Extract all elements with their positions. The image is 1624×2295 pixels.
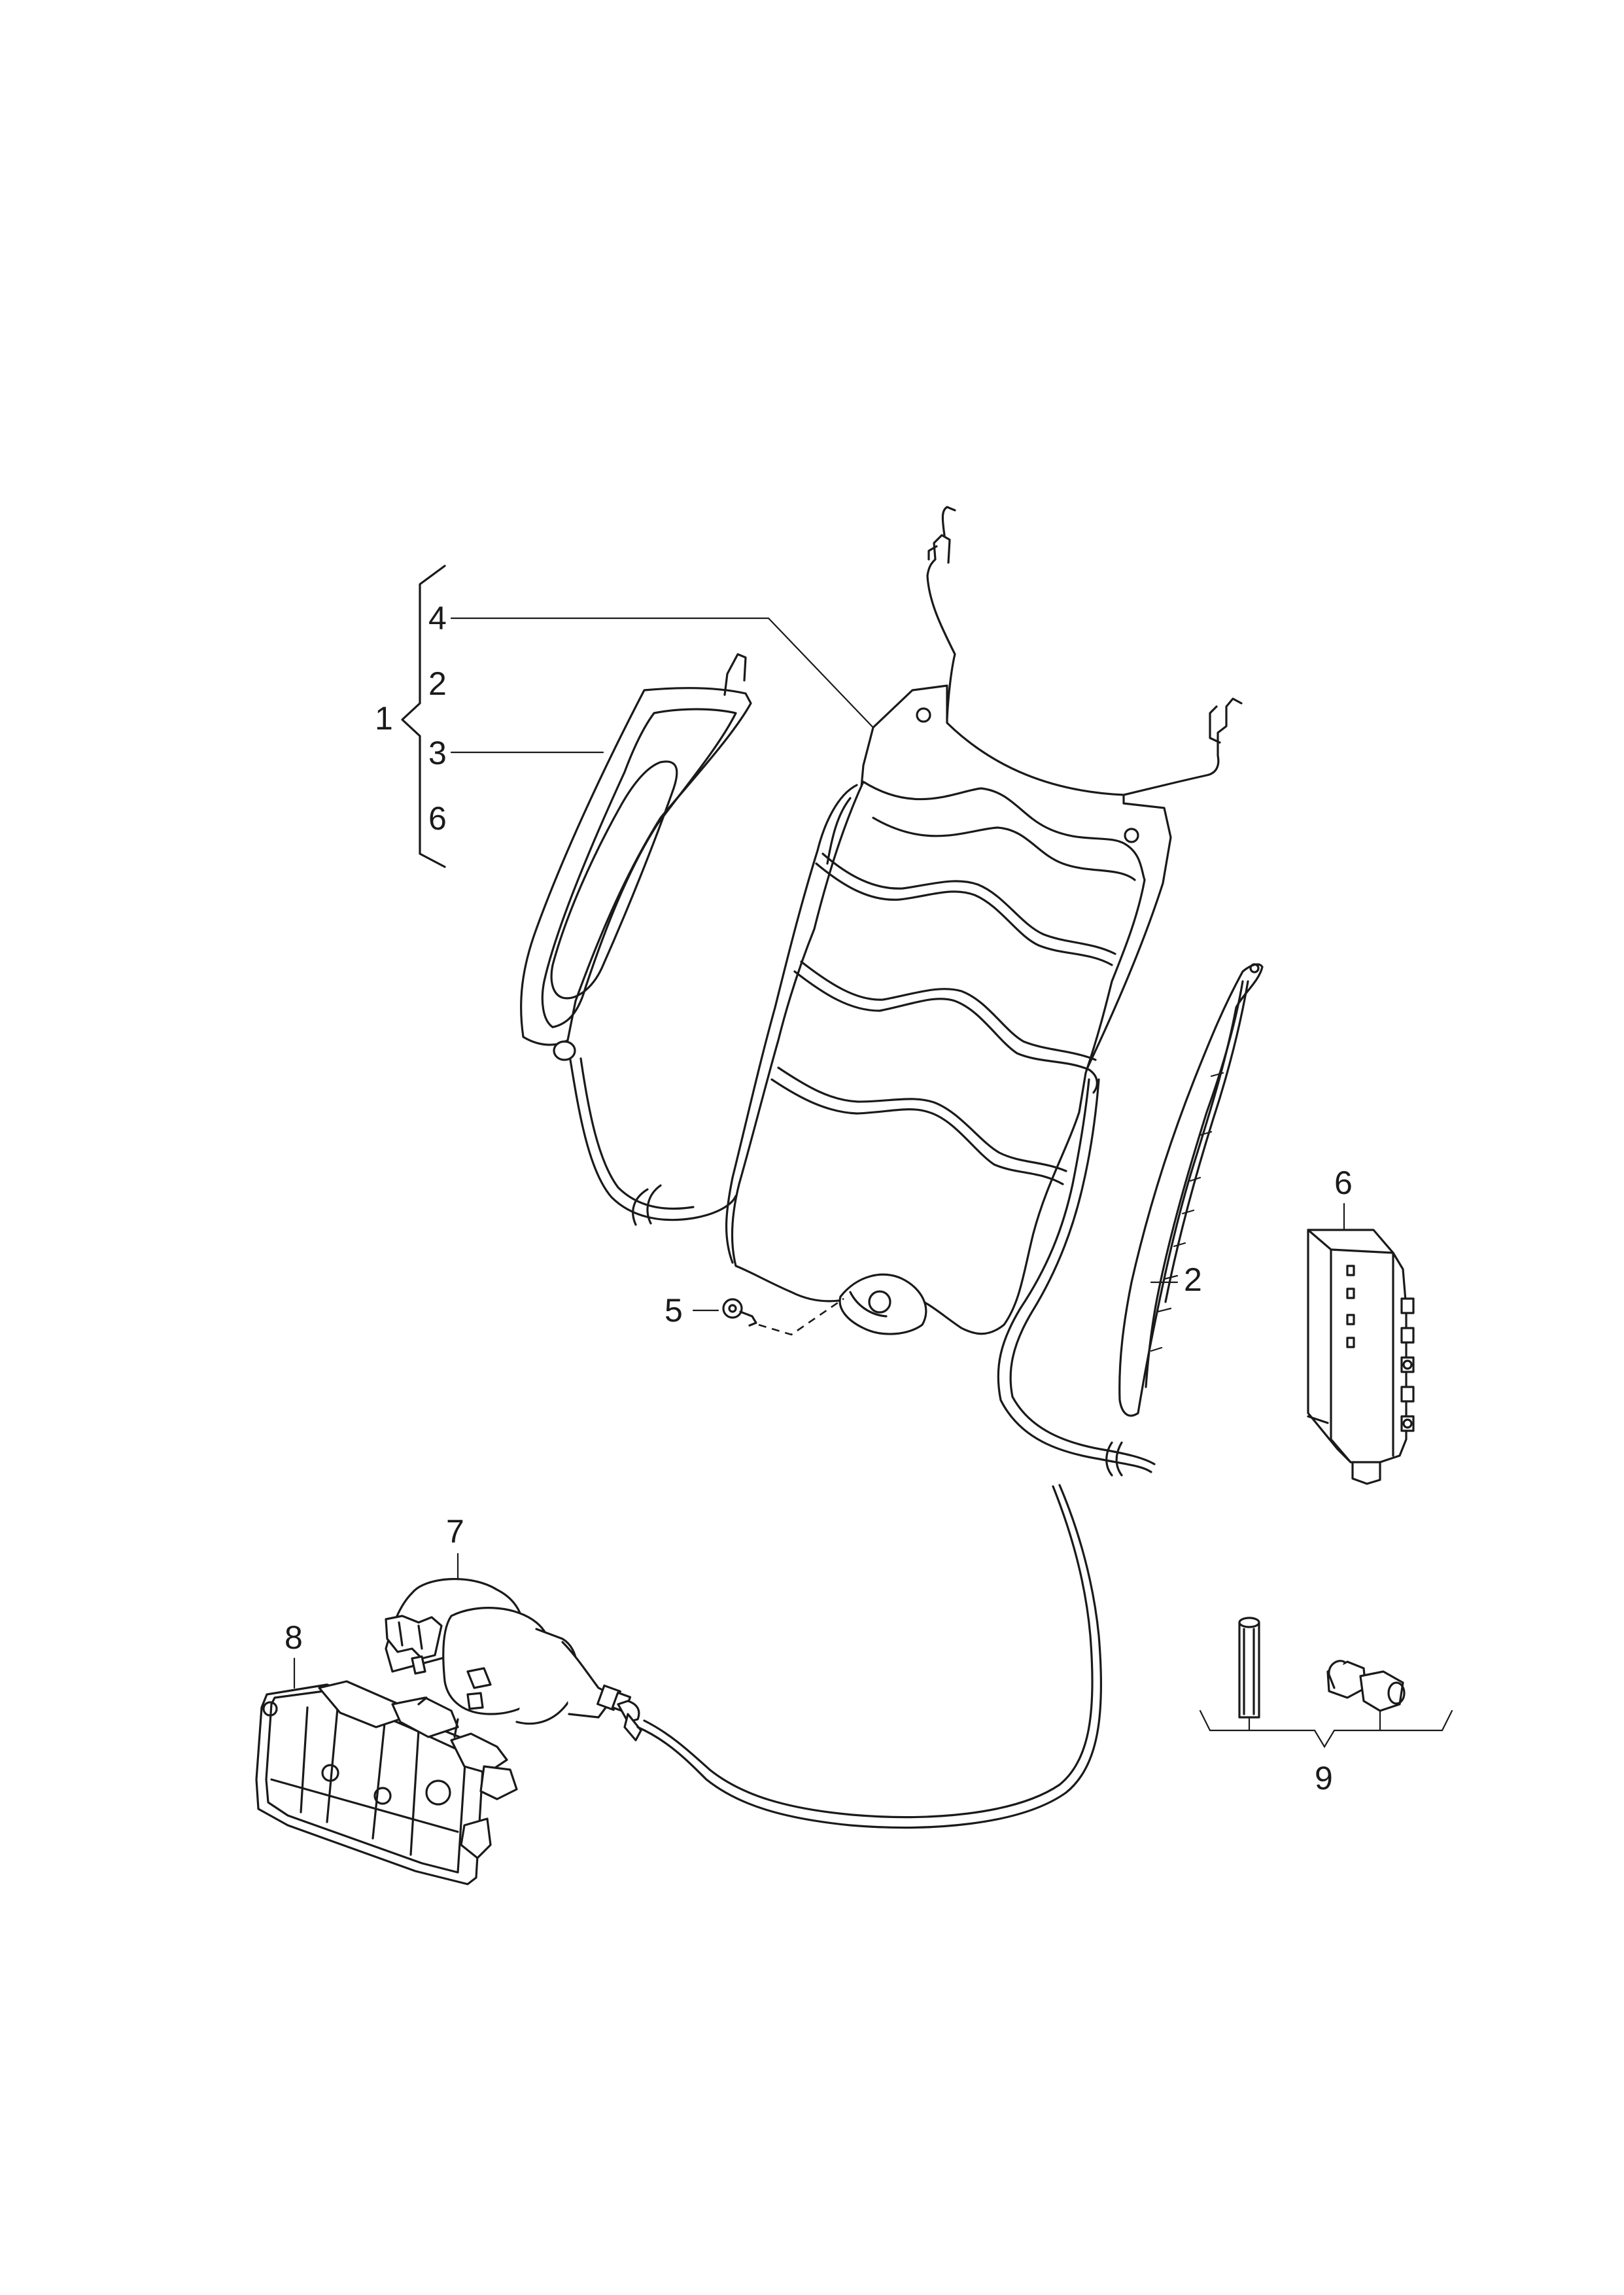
- lumbar-air-cushion: [725, 506, 1243, 1473]
- label-bracket-4: 4: [428, 600, 447, 637]
- label-part-7: 7: [446, 1513, 464, 1550]
- screw-part-5: 5: [665, 1292, 844, 1336]
- label-1: 1: [375, 700, 393, 737]
- connectors-part-9: 9: [1199, 1617, 1453, 1796]
- label-part-8: 8: [285, 1619, 303, 1656]
- bracket-group-1: 1 4 2 3 6: [375, 565, 874, 868]
- control-unit-part-6: 6: [1307, 1165, 1415, 1485]
- label-bracket-3: 3: [428, 735, 447, 771]
- mounting-plate-part-8: 8: [255, 1619, 518, 1885]
- leader-line-4: [450, 617, 874, 729]
- label-5: 5: [665, 1292, 683, 1329]
- label-part-2: 2: [1184, 1261, 1202, 1298]
- label-part-9: 9: [1315, 1760, 1333, 1796]
- label-bracket-2: 2: [428, 665, 447, 702]
- pump-part-7: 7: [385, 1484, 1103, 1829]
- label-part-6: 6: [1334, 1165, 1353, 1201]
- side-bolster-right: 2: [1105, 963, 1264, 1477]
- label-bracket-6: 6: [428, 800, 447, 837]
- side-bolster-air-cushion-left: [520, 653, 752, 1226]
